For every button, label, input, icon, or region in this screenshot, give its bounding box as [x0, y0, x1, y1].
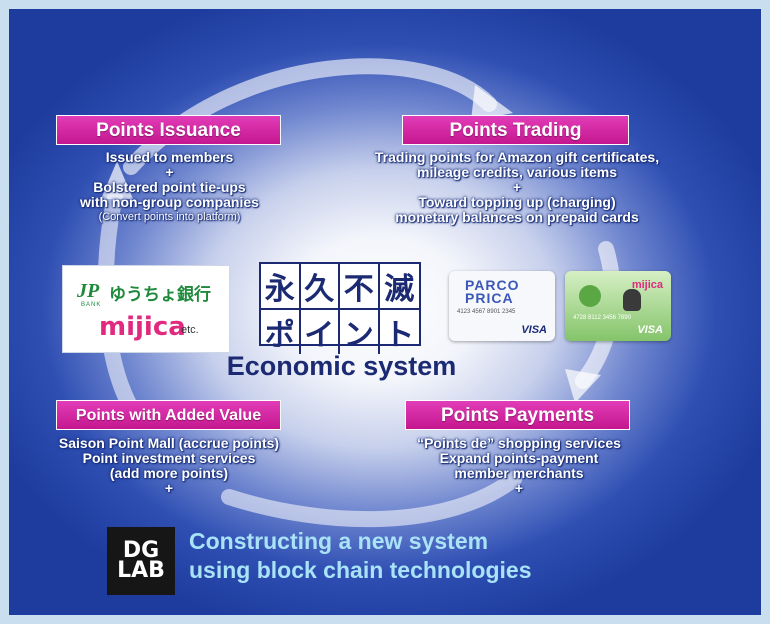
- issuance-line-3: Bolstered point tie-ups: [93, 179, 246, 195]
- issuance-line-4: with non-group companies: [80, 194, 259, 210]
- issuance-line-1: Issued to members: [105, 149, 234, 165]
- economic-system-title: Economic system: [226, 351, 457, 381]
- points-issuance-label: Points Issuance: [56, 115, 281, 145]
- dg-lab-logo-line-1: DG: [122, 538, 160, 563]
- visa-logo: VISA: [521, 324, 547, 336]
- parco-card-title-line-1: PARCO: [465, 277, 520, 293]
- logos-etc: etc.: [181, 324, 199, 336]
- points-added-value-label: Points with Added Value: [56, 400, 281, 430]
- blockchain-line-2: using block chain technologies: [189, 557, 532, 583]
- payments-line-4: +: [514, 480, 524, 496]
- parco-card-number: 4123 4567 8901 2345: [457, 309, 516, 315]
- added-value-line-1: Saison Point Mall (accrue points): [58, 435, 280, 451]
- kanji-cell: イ: [301, 310, 340, 354]
- parco-card-title-line-2: PRICA: [465, 290, 514, 306]
- jp-bank-logo-mark: JP: [77, 280, 100, 302]
- arrow-head-top-left: [101, 161, 133, 199]
- blockchain-line-1: Constructing a new system: [189, 528, 489, 554]
- visa-logo: VISA: [637, 324, 663, 336]
- trading-line-1: Trading points for Amazon gift certifica…: [374, 149, 660, 165]
- points-trading-label: Points Trading: [402, 115, 629, 145]
- kanji-cell: ポ: [261, 310, 301, 354]
- payments-line-1: “Points de” shopping services: [417, 435, 621, 451]
- points-trading-text: Trading points for Amazon gift certifica…: [327, 150, 707, 225]
- mijica-card-number: 4728 8112 3456 7890: [573, 315, 631, 321]
- kanji-cell: 不: [340, 264, 380, 310]
- jp-bank-logo-text: ゆうちょ銀行: [109, 285, 211, 305]
- issuance-note: (Convert points into platform): [98, 211, 241, 223]
- trading-line-2: mileage credits, various items: [417, 164, 617, 180]
- japan-post-bank-mijica-logos: JP BANK ゆうちょ銀行 mijica etc.: [62, 265, 230, 353]
- payments-line-3: member merchants: [454, 465, 584, 481]
- trading-line-3: +: [512, 179, 522, 195]
- jp-bank-logo-caption: BANK: [81, 302, 102, 308]
- parco-prica-card: PARCO PRICA 4123 4567 8901 2345 VISA: [449, 271, 555, 341]
- mijica-card-brand: mijica: [631, 279, 663, 291]
- kanji-cell: 永: [261, 264, 301, 310]
- arrow-head-bottom-right: [565, 369, 601, 403]
- diagram-canvas: Points Issuance Issued to members + Bols…: [9, 9, 761, 615]
- added-value-line-2: Point investment services: [82, 450, 256, 466]
- mijica-card: mijica 4728 8112 3456 7890 VISA: [565, 271, 671, 341]
- points-payments-text: “Points de” shopping services Expand poi…: [369, 436, 669, 496]
- mijica-logo: mijica: [99, 312, 186, 342]
- cycle-arc-bottom: [221, 471, 522, 528]
- points-payments-label: Points Payments: [405, 400, 630, 430]
- kanji-cell: 滅: [379, 264, 419, 310]
- kanji-cell: ト: [384, 318, 415, 353]
- dg-lab-logo-line-2: LAB: [117, 558, 165, 583]
- parco-card-title: PARCO PRICA: [465, 277, 520, 306]
- issuance-line-2: +: [165, 164, 174, 180]
- kanji-cell: 久: [300, 264, 340, 310]
- added-value-line-4: +: [164, 480, 174, 496]
- tree-illustration: [579, 285, 601, 307]
- kanji-cell: ン: [340, 310, 380, 354]
- eternal-points-logo: 永 久 不 滅 ポ イ ン ト: [259, 262, 421, 354]
- points-added-value-text: Saison Point Mall (accrue points) Point …: [19, 436, 319, 496]
- points-issuance-text: Issued to members + Bolstered point tie-…: [27, 150, 312, 225]
- added-value-line-3: (add more points): [109, 465, 229, 481]
- blockchain-system-text: Constructing a new system using block ch…: [189, 527, 532, 585]
- arrow-head-top-right: [471, 85, 513, 121]
- trading-line-4: Toward topping up (charging): [418, 194, 616, 210]
- bear-illustration: [623, 289, 641, 311]
- trading-line-5: monetary balances on prepaid cards: [395, 209, 639, 225]
- dg-lab-logo: DG LAB: [107, 527, 175, 595]
- payments-line-2: Expand points-payment: [439, 450, 599, 466]
